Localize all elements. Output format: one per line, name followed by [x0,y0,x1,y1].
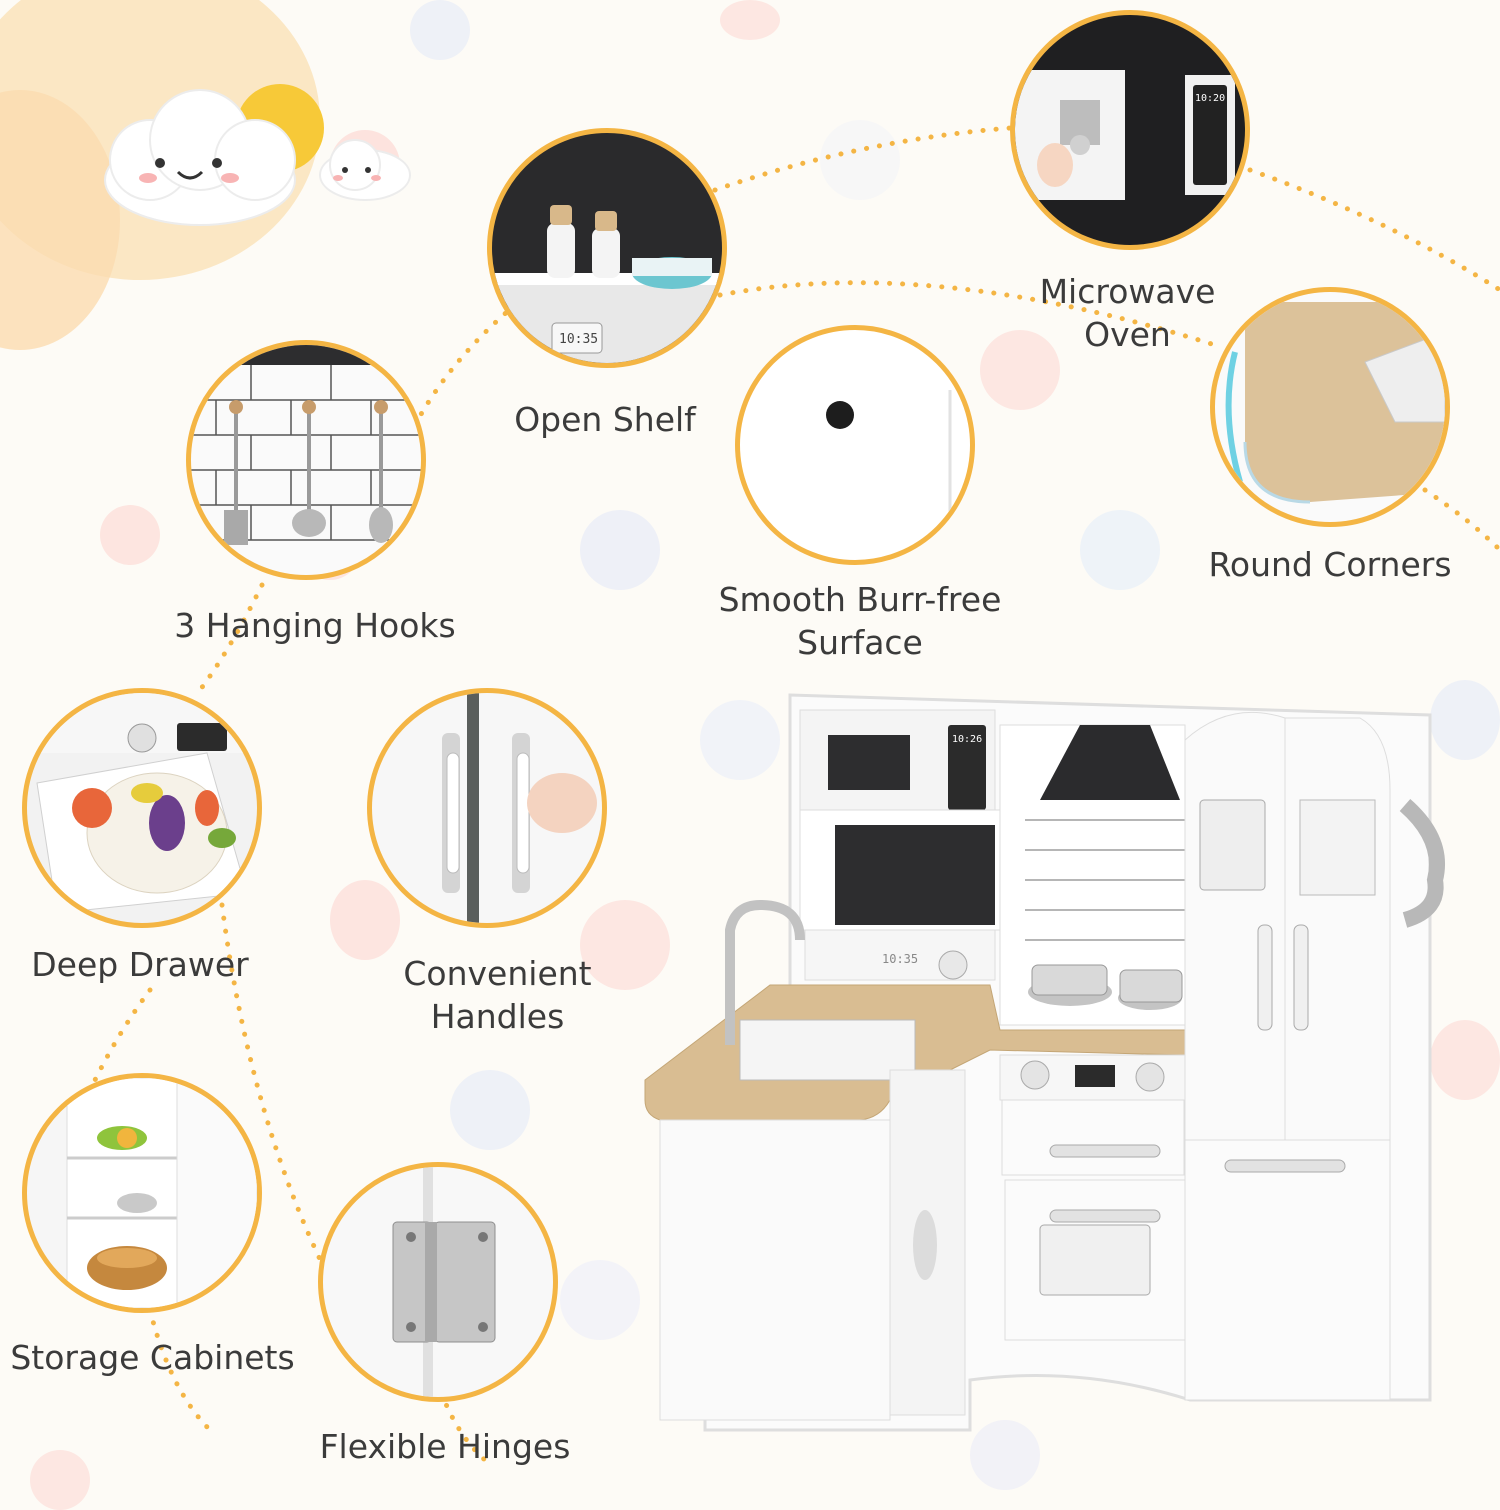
sun-cloud-illustration [104,84,411,226]
kitchen-oven-display: 10:35 [882,952,918,966]
deep-drawer-label: Deep Drawer [31,945,249,984]
handles-photo [367,688,607,928]
kitchen-microwave-display: 10:26 [952,734,982,745]
handles-label-line1: Convenient [403,954,592,993]
open-shelf-label: Open Shelf [514,400,696,439]
hanging-hooks-label: 3 Hanging Hooks [174,606,456,645]
microwave-label: Microwave Oven [1010,270,1245,356]
hinges-label: Flexible Hinges [319,1427,571,1466]
handles-label: Convenient Handles [370,952,625,1038]
round-corners-label: Round Corners [1208,545,1452,584]
microwave-photo: 10:20 [1010,10,1250,250]
microwave-label-line1: Microwave [1039,272,1216,311]
smooth-surface-label: Smooth Burr-free Surface [700,578,1020,664]
storage-cabinets-photo [22,1073,262,1313]
hanging-hooks-photo [186,340,426,580]
smooth-surface-label-line1: Smooth Burr-free [718,580,1002,619]
handles-label-line2: Handles [430,997,565,1036]
round-corners-photo [1210,287,1450,527]
open-shelf-display: 10:35 [559,332,598,347]
hinges-photo [318,1162,558,1402]
smooth-surface-photo [735,325,975,565]
deep-drawer-photo [22,688,262,928]
microwave-label-line2: Oven [1084,315,1171,354]
microwave-display: 10:20 [1195,93,1225,104]
smooth-surface-label-line2: Surface [797,623,923,662]
storage-cabinets-label: Storage Cabinets [10,1338,295,1377]
